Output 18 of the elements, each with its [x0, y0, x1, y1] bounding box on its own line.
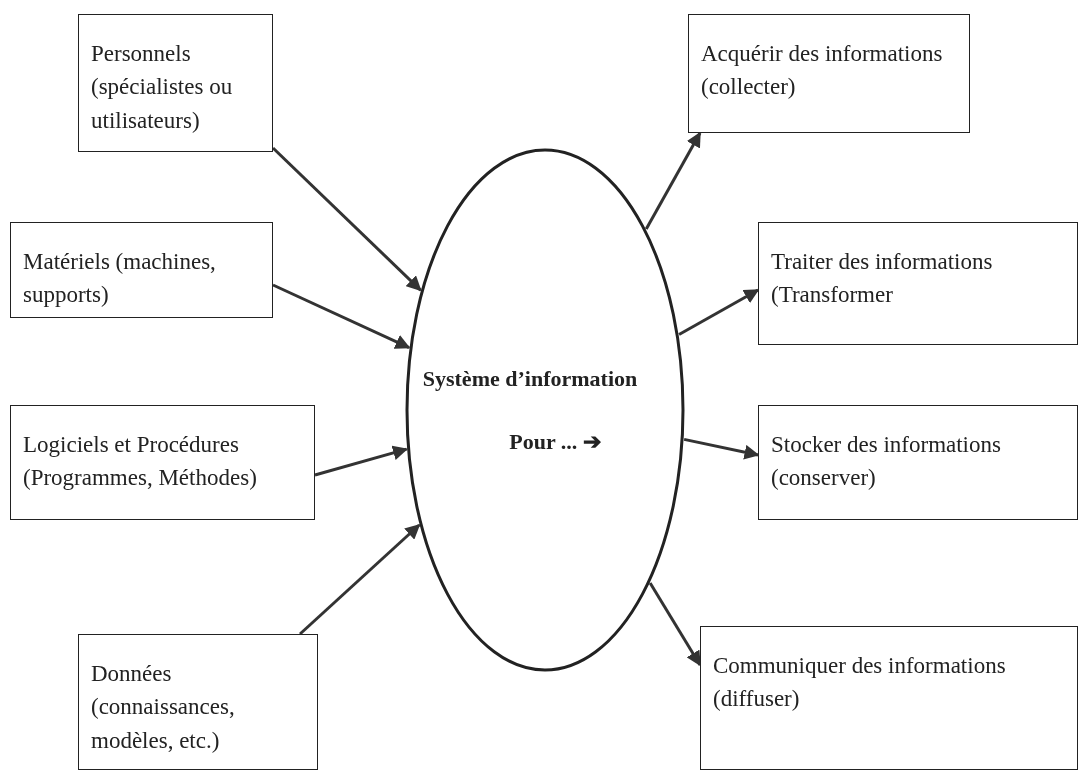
arrow [272, 283, 411, 349]
node-label: Pour ... ➔ [509, 428, 601, 456]
text-box: Logiciels et Procédures (Programmes, Méthodes) [10, 405, 315, 520]
arrow [314, 445, 408, 477]
arrow [648, 582, 702, 667]
text-box: Acquérir des informations (collecter) [688, 14, 970, 133]
text-box: Données (connaissances, modèles, etc.) [78, 634, 318, 770]
node-label: Système d’information [422, 365, 638, 393]
text-box: Traiter des informations (Transformer [758, 222, 1078, 345]
arrow [271, 146, 422, 292]
text-box: Stocker des informations (conserver) [758, 405, 1078, 520]
arrow [644, 131, 702, 230]
text-box: Personnels (spécialistes ou utilisateurs) [78, 14, 273, 152]
arrow [678, 288, 760, 336]
text-box: Matériels (machines, supports) [10, 222, 273, 318]
arrow [683, 437, 760, 460]
text-box: Communiquer des informations (diffuser) [700, 626, 1078, 770]
arrow [299, 523, 421, 636]
